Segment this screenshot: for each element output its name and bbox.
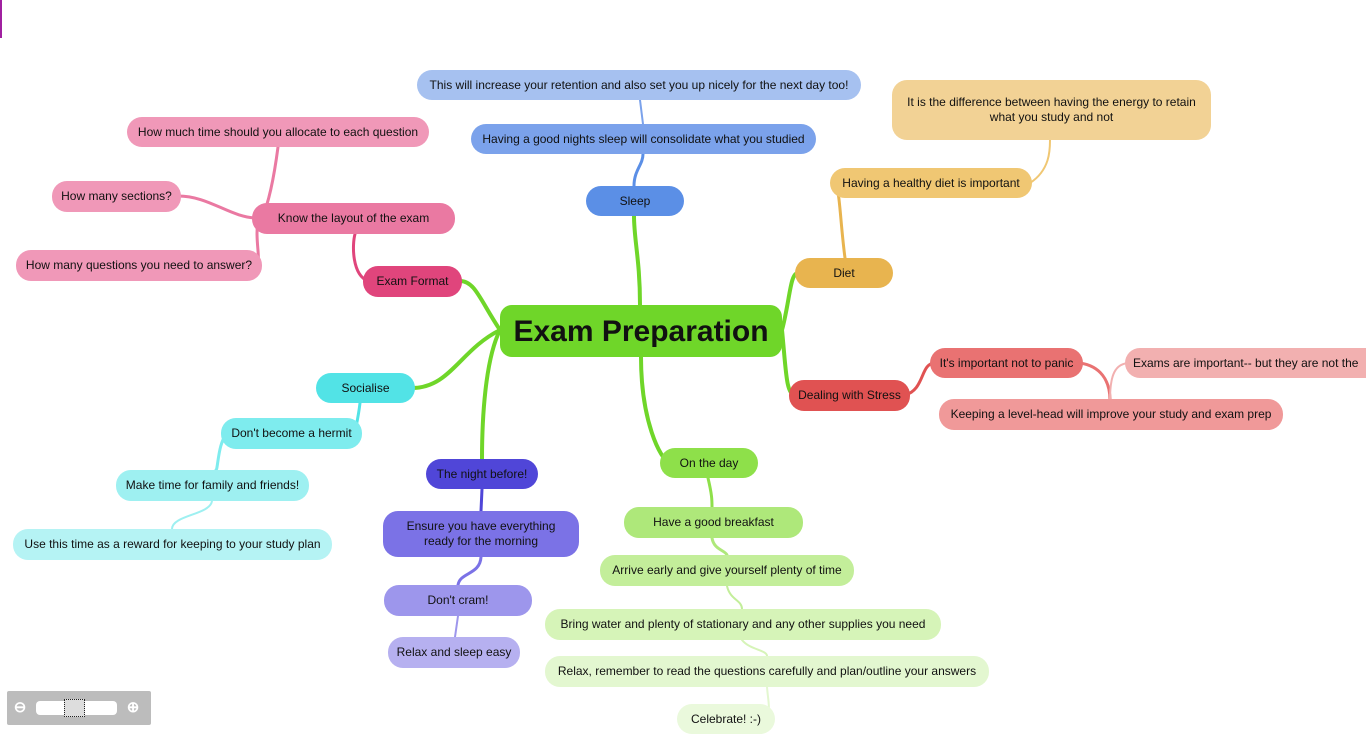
zoom-in-icon[interactable]: ⊕ [126, 699, 140, 716]
edge-diet-2 [1029, 139, 1051, 184]
edge-sleep [632, 214, 642, 307]
zoom-slider-thumb[interactable] [64, 699, 85, 717]
subtopic-stress-1[interactable]: It's important not to panic [930, 348, 1083, 378]
window-edge-marker [0, 0, 2, 38]
topic-night-before[interactable]: The night before! [426, 459, 538, 489]
central-topic[interactable]: Exam Preparation [500, 305, 782, 357]
edge-day-1 [706, 476, 714, 509]
subtopic-sleep-1[interactable]: Having a good nights sleep will consolid… [471, 124, 816, 154]
subtopic-day-1[interactable]: Have a good breakfast [624, 507, 803, 538]
edge-day-2 [710, 536, 729, 557]
subtopic-day-5[interactable]: Celebrate! :-) [677, 704, 775, 734]
subtopic-night-3[interactable]: Relax and sleep easy [388, 637, 520, 668]
subtopic-night-1[interactable]: Ensure you have everything ready for the… [383, 511, 579, 557]
subtopic-format-4[interactable]: How many questions you need to answer? [16, 250, 262, 281]
subtopic-diet-1[interactable]: Having a healthy diet is important [830, 168, 1032, 198]
subtopic-social-1[interactable]: Don't become a hermit [221, 418, 362, 449]
edge-format [458, 279, 502, 332]
subtopic-diet-2[interactable]: It is the difference between having the … [892, 80, 1211, 140]
topic-on-the-day[interactable]: On the day [660, 448, 758, 478]
edge-night [480, 328, 502, 461]
subtopic-stress-2[interactable]: Exams are important-- but they are not t… [1125, 348, 1366, 378]
zoom-out-icon[interactable]: ⊖ [13, 699, 27, 716]
edge-sleep-2 [639, 99, 644, 125]
subtopic-social-2[interactable]: Make time for family and friends! [116, 470, 309, 501]
topic-stress[interactable]: Dealing with Stress [789, 380, 910, 411]
edge-diet [780, 271, 800, 332]
edge-day-4 [741, 639, 768, 657]
edge-sleep-1 [632, 152, 645, 188]
subtopic-day-2[interactable]: Arrive early and give yourself plenty of… [600, 555, 854, 586]
topic-diet[interactable]: Diet [795, 258, 893, 288]
subtopic-social-3[interactable]: Use this time as a reward for keeping to… [13, 529, 332, 560]
zoom-control: ⊖ ⊕ [7, 691, 151, 725]
edge-night-3 [454, 615, 459, 638]
subtopic-format-1[interactable]: Know the layout of the exam [252, 203, 455, 234]
edge-format-3 [176, 194, 260, 220]
subtopic-day-4[interactable]: Relax, remember to read the questions ca… [545, 656, 989, 687]
edge-day [639, 355, 672, 465]
subtopic-stress-3[interactable]: Keeping a level-head will improve your s… [939, 399, 1283, 430]
edge-night-2 [456, 555, 483, 587]
subtopic-night-2[interactable]: Don't cram! [384, 585, 532, 616]
topic-socialise[interactable]: Socialise [316, 373, 415, 403]
subtopic-format-3[interactable]: How many sections? [52, 181, 181, 212]
subtopic-sleep-2[interactable]: This will increase your retention and al… [417, 70, 861, 100]
edge-social [410, 328, 502, 390]
topic-exam-format[interactable]: Exam Format [363, 266, 462, 297]
subtopic-format-2[interactable]: How much time should you allocate to eac… [127, 117, 429, 147]
edge-stress-2 [1078, 361, 1112, 402]
edge-night-1 [479, 487, 484, 513]
edge-social-3 [171, 500, 213, 530]
topic-sleep[interactable]: Sleep [586, 186, 684, 216]
subtopic-day-3[interactable]: Bring water and plenty of stationary and… [545, 609, 941, 640]
edge-day-3 [726, 585, 743, 610]
